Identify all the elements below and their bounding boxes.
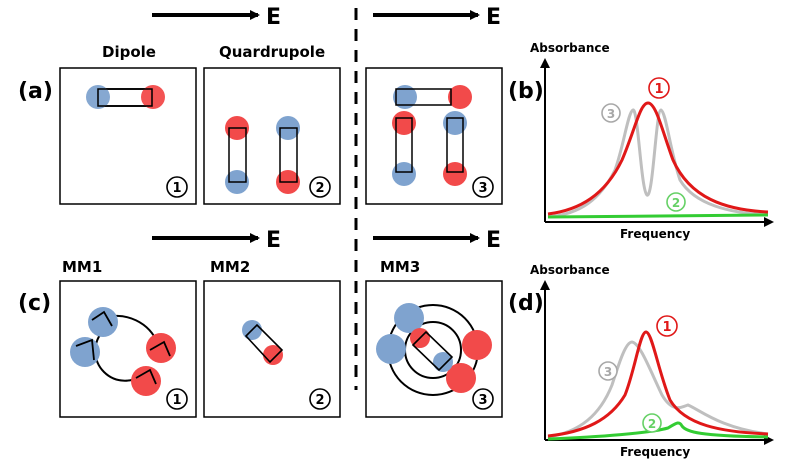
badge-2: 2 (315, 181, 324, 196)
field-label: E (486, 5, 501, 30)
badge-2: 2 (315, 393, 324, 408)
panel-label-c: (c) (18, 291, 51, 316)
field-label: E (266, 228, 281, 253)
box-mm1: 1 (59, 280, 197, 418)
plot-d-ylabel: Absorbance (530, 263, 610, 277)
plot-d-xlabel: Frequency (620, 445, 690, 459)
curve-label-red: 1 (662, 320, 671, 335)
plot-b: Absorbance Frequency 1 3 2 (530, 41, 774, 241)
panel-label-b: (b) (508, 79, 544, 104)
plot-b-ylabel: Absorbance (530, 41, 610, 55)
field-label: E (486, 228, 501, 253)
box-mm3: 3 (365, 280, 503, 418)
field-arrow-top-right: E (373, 5, 501, 30)
title-quadrupole: Quardrupole (219, 43, 325, 61)
title-mm1: MM1 (62, 258, 102, 276)
badge-1: 1 (172, 181, 181, 196)
plot-b-xlabel: Frequency (620, 227, 690, 241)
plot-d: Absorbance Frequency 1 3 2 (530, 263, 774, 459)
curve-label-gray: 3 (604, 365, 612, 379)
charge-positive (141, 85, 165, 109)
field-arrow-mid-left: E (152, 228, 281, 253)
box-dipole: 1 (59, 67, 197, 205)
box-mm2: 2 (203, 280, 341, 418)
box-combined-a: 3 (365, 67, 503, 205)
badge-1: 1 (172, 393, 181, 408)
title-dipole: Dipole (102, 43, 156, 61)
curve-label-red: 1 (654, 82, 663, 97)
panel-label-a: (a) (18, 79, 53, 104)
box-quadrupole: 2 (203, 67, 341, 205)
title-mm3: MM3 (380, 258, 420, 276)
badge-3: 3 (478, 181, 487, 196)
field-label: E (266, 5, 281, 30)
curve-label-gray: 3 (607, 107, 615, 121)
panel-label-d: (d) (508, 291, 544, 316)
field-arrow-mid-right: E (373, 228, 501, 253)
curve-label-green: 2 (648, 417, 656, 431)
curve-label-green: 2 (672, 196, 680, 210)
badge-3: 3 (478, 393, 487, 408)
field-arrow-top-left: E (152, 5, 281, 30)
title-mm2: MM2 (210, 258, 250, 276)
